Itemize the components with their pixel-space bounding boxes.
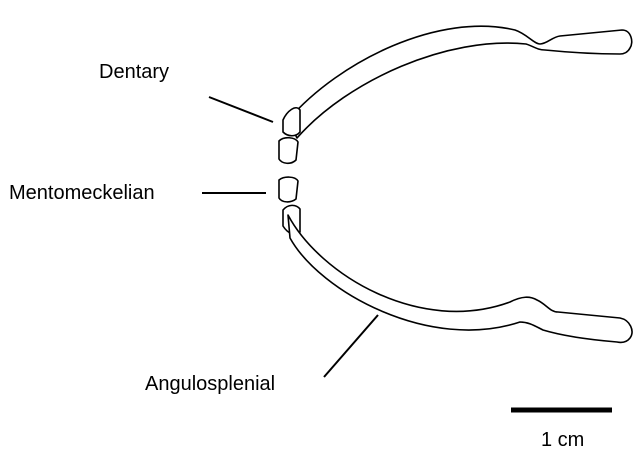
lower-jaw-ramus: [288, 215, 632, 342]
lower-mentomeckelian: [279, 177, 298, 202]
upper-mentomeckelian: [279, 138, 298, 164]
dentary-pointer: [209, 97, 273, 122]
upper-symphysis-piece: [283, 108, 300, 136]
angulosplenial-label: Angulosplenial: [145, 374, 275, 394]
angulosplenial-pointer: [324, 315, 378, 377]
dentary-label: Dentary: [99, 62, 169, 82]
scale-bar-label: 1 cm: [541, 430, 584, 450]
mentomeckelian-label: Mentomeckelian: [9, 183, 155, 203]
upper-jaw-ramus: [288, 26, 632, 138]
